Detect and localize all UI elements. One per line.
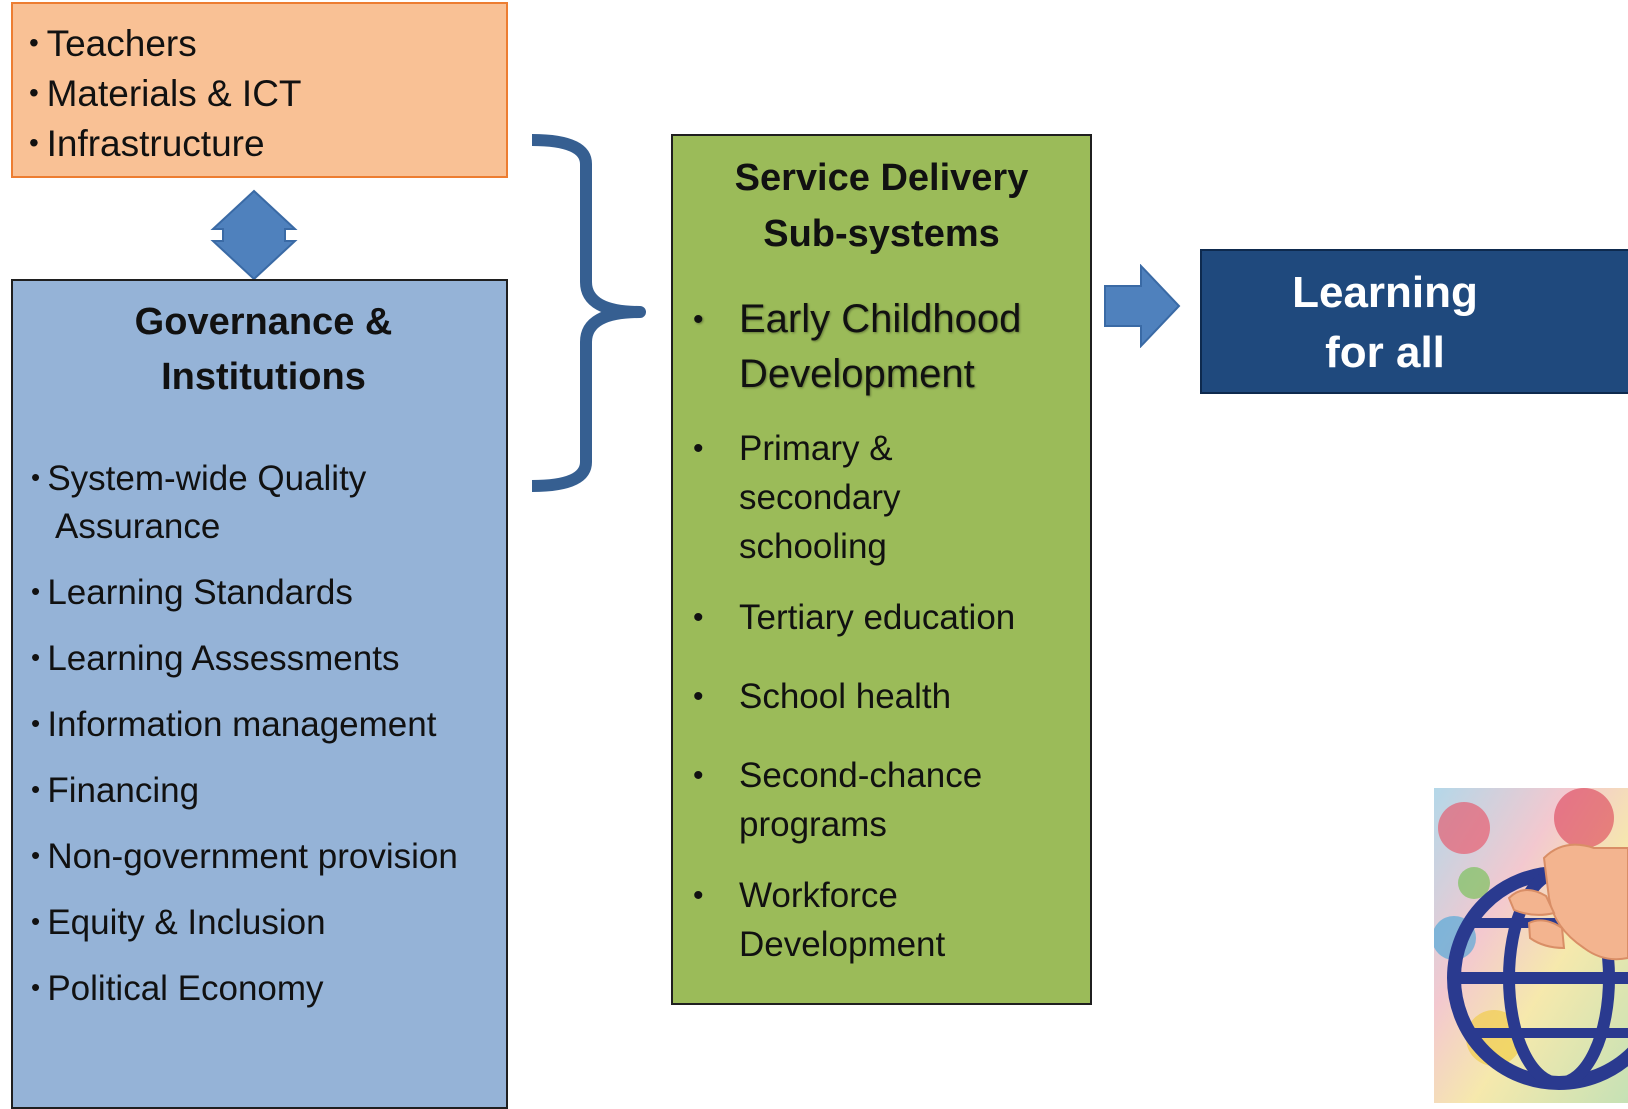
- governance-item: Learning Standards: [31, 567, 496, 617]
- governance-title-line1: Governance &: [134, 301, 393, 343]
- governance-item: Information management: [31, 699, 496, 749]
- governance-item: Non-government provision: [31, 831, 496, 881]
- governance-item: Political Economy: [31, 963, 496, 1013]
- service-item: Tertiary education: [687, 593, 1076, 642]
- service-item: Second-chance programs: [687, 751, 999, 849]
- inputs-list: Teachers Materials & ICT Infrastructure: [29, 18, 506, 168]
- service-delivery-title-line1: Service Delivery: [734, 157, 1029, 199]
- governance-item: Financing: [31, 765, 496, 815]
- governance-title-line2: Institutions: [161, 356, 366, 398]
- outcome-line1: Learning: [1292, 268, 1478, 317]
- inputs-item-infrastructure: Infrastructure: [29, 118, 506, 168]
- governance-list: System-wide Quality Assurance Learning S…: [31, 453, 496, 1013]
- service-delivery-list: Early Childhood Development Primary & se…: [687, 292, 1076, 969]
- service-delivery-title: Service Delivery Sub-systems: [687, 150, 1076, 262]
- service-delivery-box: Service Delivery Sub-systems Early Child…: [671, 134, 1092, 1005]
- governance-item: System-wide Quality Assurance: [31, 453, 496, 551]
- service-item: Workforce Development: [687, 871, 999, 969]
- outcome-box: Learning for all: [1200, 249, 1628, 394]
- governance-box: Governance & Institutions System-wide Qu…: [11, 279, 508, 1109]
- service-item: School health: [687, 672, 1076, 721]
- curly-brace-icon: [531, 134, 646, 492]
- double-arrow-icon: [210, 189, 298, 281]
- service-item: Primary & secondary schooling: [687, 424, 939, 571]
- governance-item: Learning Assessments: [31, 633, 496, 683]
- inputs-item-teachers: Teachers: [29, 18, 506, 68]
- service-item: Early Childhood Development: [687, 292, 1076, 402]
- governance-item: Equity & Inclusion: [31, 897, 496, 947]
- governance-title: Governance & Institutions: [31, 295, 496, 405]
- inputs-item-materials-ict: Materials & ICT: [29, 68, 506, 118]
- outcome-line2: for all: [1325, 328, 1445, 377]
- service-delivery-title-line2: Sub-systems: [763, 213, 1000, 255]
- inputs-box: Teachers Materials & ICT Infrastructure: [11, 2, 508, 178]
- painted-globe-photo: [1434, 788, 1628, 1103]
- right-arrow-icon: [1104, 264, 1181, 348]
